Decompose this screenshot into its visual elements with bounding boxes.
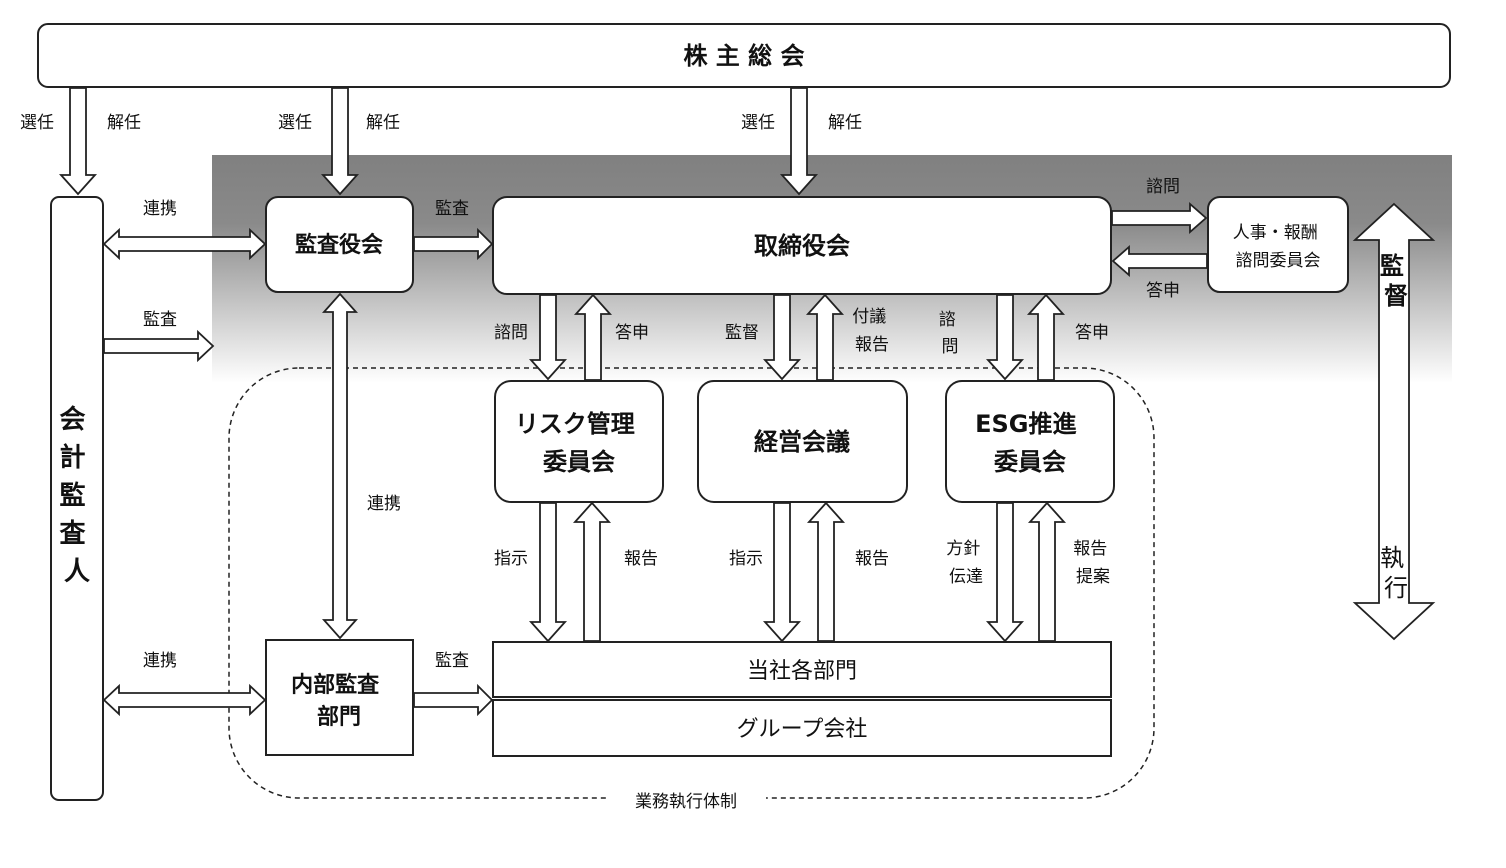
execute-label: 執 行 [1380, 544, 1412, 602]
accounting-auditor-box [50, 196, 104, 801]
risk-committee-label: リスク管理 委員会 [515, 410, 643, 476]
elect-label-audit-board: 選任 [278, 113, 312, 133]
nomination-committee-box [1207, 196, 1349, 293]
audit-label-board: 監査 [435, 199, 469, 219]
report-arrow-risk-dept [572, 501, 612, 642]
departments-label: 当社各部門 [747, 659, 857, 684]
audit-board-label: 監査役会 [295, 232, 383, 258]
internal-audit-box [265, 639, 414, 756]
report-arrow-esg-dept [1027, 501, 1067, 642]
audit-board-box [265, 196, 414, 293]
audit-arrow-auditor [103, 329, 215, 363]
instruct-label-risk: 指示 [494, 549, 528, 569]
dismiss-label-audit-board: 解任 [366, 113, 400, 133]
elect-arrow-auditor [58, 87, 98, 196]
execution-system-label: 業務執行体制 [635, 792, 737, 812]
cooperate-label-top: 連携 [143, 199, 177, 219]
supervise-label: 監 督 [1380, 252, 1412, 310]
elect-label-board: 選任 [741, 113, 775, 133]
report-label-risk-dept: 報告 [624, 549, 658, 569]
consult-label-nomination: 諮問 [1146, 177, 1180, 197]
departments-box [492, 641, 1112, 698]
audit-arrow-departments [413, 683, 494, 717]
shareholders-meeting-label: 株 主 総 会 [683, 42, 804, 70]
audit-label-auditor: 監査 [143, 310, 177, 330]
nomination-committee-label: 人事・報酬 諮問委員会 [1233, 223, 1323, 271]
accounting-auditor-label: 会 計 監 査 人 [59, 405, 94, 587]
audit-label-departments: 監査 [435, 651, 469, 671]
shareholders-meeting-box [37, 23, 1451, 88]
report-arrow-risk [573, 293, 613, 381]
supervise-label-management: 監督 [725, 323, 759, 343]
cooperate-arrow-audit-internal [321, 292, 359, 640]
report-label-management-dept: 報告 [855, 549, 889, 569]
report-arrow-management-dept [806, 501, 846, 642]
internal-audit-label: 内部監査 部門 [291, 672, 387, 730]
policy-label-esg: 方針 伝達 [946, 539, 985, 587]
supervise-execute-arrow [1352, 202, 1436, 641]
instruct-label-management: 指示 [729, 549, 763, 569]
elect-arrow-audit-board [320, 87, 360, 196]
group-companies-box [492, 699, 1112, 757]
proposal-label-management: 付議 報告 [852, 307, 891, 355]
supervise-arrow-management [762, 294, 802, 381]
consult-label-esg: 諮 問 [939, 310, 961, 357]
report-proposal-label-esg: 報告 提案 [1073, 539, 1112, 587]
report-label-nomination: 答申 [1146, 281, 1180, 301]
management-meeting-label: 経営会議 [754, 428, 850, 456]
cooperate-label-vertical: 連携 [367, 494, 401, 514]
board-of-directors-label: 取締役会 [754, 232, 850, 260]
cooperate-arrow-auditor-internal [102, 683, 267, 717]
board-of-directors-box [492, 196, 1112, 295]
cooperate-label-bottom: 連携 [143, 651, 177, 671]
policy-arrow-esg [985, 502, 1025, 643]
esg-committee-box [945, 380, 1115, 503]
elect-label-auditor: 選任 [20, 113, 54, 133]
management-meeting-box [697, 380, 908, 503]
report-label-risk: 答申 [615, 323, 649, 343]
elect-arrow-board [779, 87, 819, 196]
cooperate-arrow-auditor-board [102, 227, 267, 261]
proposal-arrow-management [805, 293, 845, 381]
audit-arrow-board [413, 227, 494, 261]
dismiss-label-board: 解任 [828, 113, 862, 133]
group-companies-label: グループ会社 [737, 717, 868, 742]
report-arrow-nomination [1111, 245, 1208, 277]
esg-committee-label: ESG推進 委員会 [975, 410, 1085, 476]
consult-arrow-esg [985, 294, 1025, 381]
consult-arrow-nomination [1111, 202, 1208, 234]
risk-committee-box [494, 380, 664, 503]
instruct-arrow-management [762, 502, 802, 643]
report-arrow-esg [1026, 293, 1066, 381]
consult-label-risk: 諮問 [494, 323, 528, 343]
report-label-esg: 答申 [1075, 323, 1109, 343]
dismiss-label-auditor: 解任 [107, 113, 141, 133]
consult-arrow-risk [528, 294, 568, 381]
instruct-arrow-risk [528, 502, 568, 643]
